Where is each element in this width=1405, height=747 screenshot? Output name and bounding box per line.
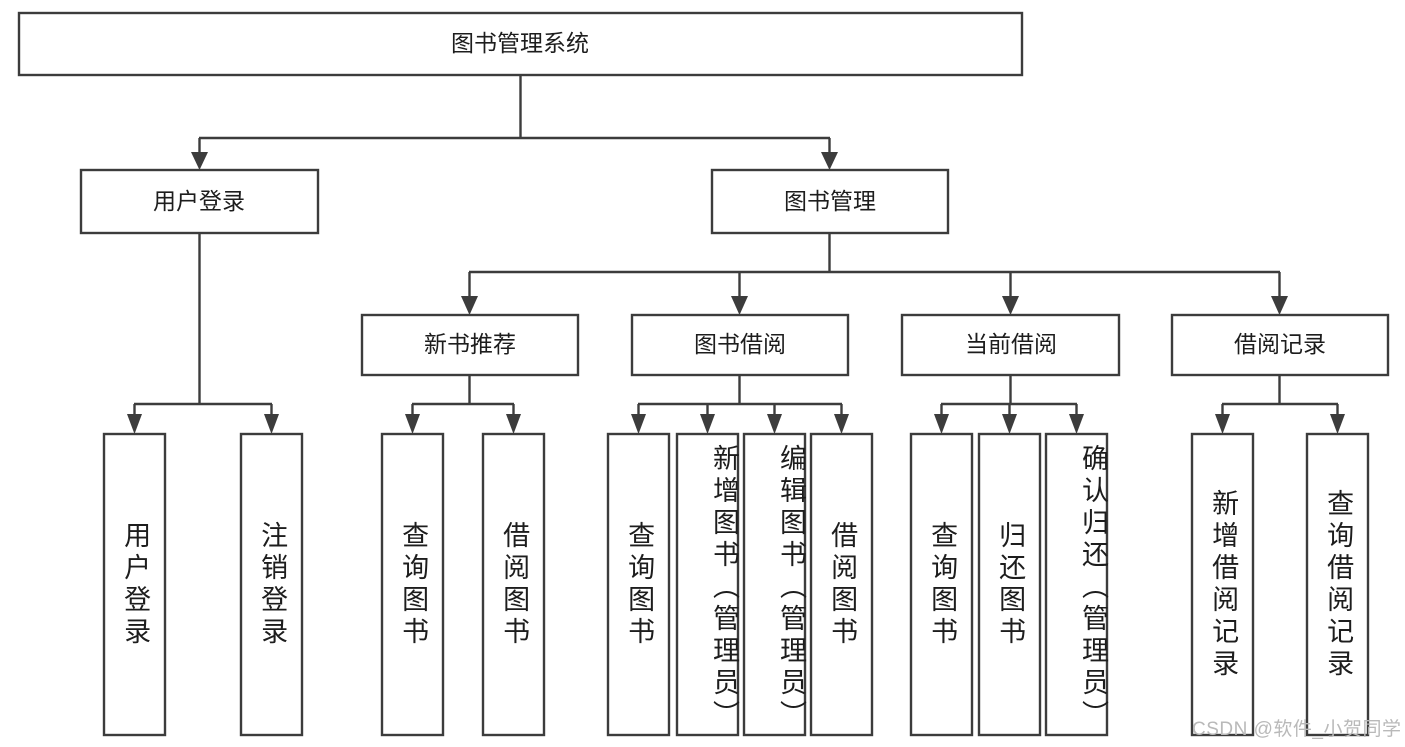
edge-group-currentborrow-to-leaves xyxy=(934,375,1084,434)
leaf-box-edit-book[interactable] xyxy=(742,432,807,737)
arrow-currentborrow xyxy=(1002,296,1019,315)
edge-group-userlogin-to-leaves xyxy=(127,233,279,434)
arrow-nb-1 xyxy=(405,414,420,434)
edge-group-newbook-to-leaves xyxy=(405,375,521,434)
leaf-box-query-record[interactable] xyxy=(1305,432,1370,737)
node-current-borrow-box[interactable] xyxy=(900,313,1121,377)
node-book-borrow-box[interactable] xyxy=(630,313,850,377)
arrow-leaf-user-login xyxy=(127,414,142,434)
node-new-book-recommend[interactable]: 新书推荐 xyxy=(360,313,580,377)
arrow-cb-3 xyxy=(1069,414,1084,434)
edge-group-bookborrow-to-leaves xyxy=(631,375,849,434)
node-borrow-record-box[interactable] xyxy=(1170,313,1390,377)
node-current-borrow-label: 当前借阅 xyxy=(965,331,1057,357)
arrow-bookborrow xyxy=(731,296,748,315)
edge-group-borrowrecord-to-leaves xyxy=(1215,375,1345,434)
leaf-box-borrow-book-2[interactable] xyxy=(809,432,874,737)
arrow-br-1 xyxy=(1215,414,1230,434)
leaf-box-query-book-3[interactable] xyxy=(909,432,974,737)
node-user-login[interactable]: 用户登录 xyxy=(79,168,320,235)
node-new-book-recommend-label: 新书推荐 xyxy=(424,331,516,357)
node-root-box[interactable] xyxy=(17,11,1024,77)
arrow-borrowrecord xyxy=(1271,296,1288,315)
leaf-box-borrow-book-1[interactable] xyxy=(481,432,546,737)
node-book-borrow[interactable]: 图书借阅 xyxy=(630,313,850,377)
edge-group-root-to-level2 xyxy=(191,75,838,170)
arrow-cb-2 xyxy=(1002,414,1017,434)
node-book-management-label: 图书管理 xyxy=(784,188,876,214)
arrow-bb-1 xyxy=(631,414,646,434)
arrow-bb-3 xyxy=(767,414,782,434)
leaf-box-user-login[interactable] xyxy=(102,432,167,737)
arrow-nb-2 xyxy=(506,414,521,434)
csdn-watermark: CSDN @软件_小贺同学 xyxy=(1192,719,1402,740)
leaf-box-add-record[interactable] xyxy=(1190,432,1255,737)
node-new-book-recommend-box[interactable] xyxy=(360,313,580,377)
arrow-bb-2 xyxy=(700,414,715,434)
arrow-bb-4 xyxy=(834,414,849,434)
leaf-boxes xyxy=(102,432,1370,737)
leaf-box-query-book-1[interactable] xyxy=(380,432,445,737)
arrow-cb-1 xyxy=(934,414,949,434)
node-borrow-record-label: 借阅记录 xyxy=(1234,331,1326,357)
leaf-box-confirm-return[interactable] xyxy=(1044,432,1109,737)
arrow-user-login xyxy=(191,152,208,170)
node-book-management-box[interactable] xyxy=(710,168,950,235)
leaf-box-add-book[interactable] xyxy=(675,432,740,737)
arrow-newbook xyxy=(461,296,478,315)
node-borrow-record[interactable]: 借阅记录 xyxy=(1170,313,1390,377)
leaf-box-return-book[interactable] xyxy=(977,432,1042,737)
arrow-br-2 xyxy=(1330,414,1345,434)
node-book-management[interactable]: 图书管理 xyxy=(710,168,950,235)
leaf-box-logout-login[interactable] xyxy=(239,432,304,737)
node-user-login-label: 用户登录 xyxy=(153,188,245,214)
node-root[interactable]: 图书管理系统 xyxy=(17,11,1024,77)
node-current-borrow[interactable]: 当前借阅 xyxy=(900,313,1121,377)
arrow-leaf-logout xyxy=(264,414,279,434)
node-user-login-box[interactable] xyxy=(79,168,320,235)
arrow-book-management xyxy=(821,152,838,170)
node-book-borrow-label: 图书借阅 xyxy=(694,331,786,357)
node-root-label: 图书管理系统 xyxy=(451,30,589,56)
edge-group-book-management-to-level3 xyxy=(461,233,1288,315)
leaf-box-query-book-2[interactable] xyxy=(606,432,671,737)
